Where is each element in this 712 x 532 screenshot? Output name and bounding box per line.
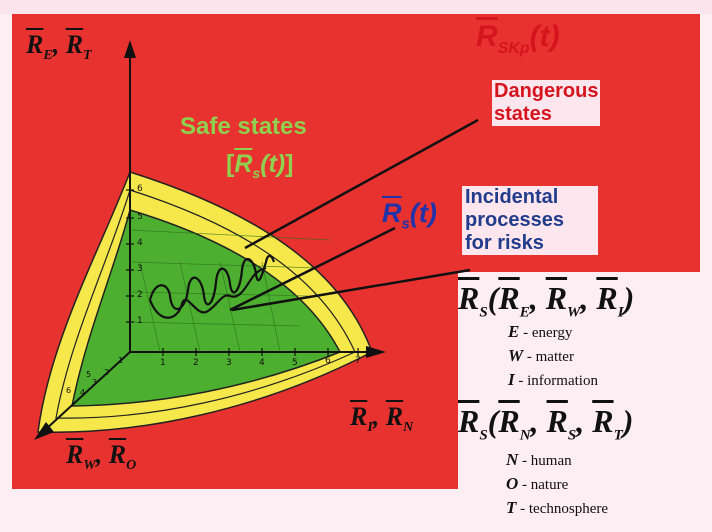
tick-z-4: 4 [80,388,86,397]
legend-technosphere: T - technosphere [506,498,609,517]
safe-states-title: Safe states [180,113,307,140]
axis-y-arrow [124,40,136,58]
axis-z-line [44,351,131,431]
tick-y-1: 1 [137,316,143,326]
pointer-incidental [231,268,471,312]
legend-information: I - information [508,370,598,389]
tick-z-5: 5 [86,370,92,379]
pointer-trajectory [229,226,396,312]
legend-human: N - human [506,450,572,469]
formula-rs-nst: RS(RN, RS, RT) [458,403,634,444]
legend-energy: E - energy [508,322,573,341]
tick-z-3: 3 [92,378,98,387]
tick-x-1: 1 [160,358,166,368]
tick-y-4: 4 [137,238,143,248]
dangerous-states-label: Dangerous states [492,80,601,126]
tick-x-3: 3 [226,358,232,368]
axis-z-label: RW, RO [66,440,137,474]
axis-z-arrow [34,422,54,440]
tick-y-6: 6 [137,184,143,194]
tick-z-1: 1 [118,356,124,365]
pointer-dangerous [244,118,479,250]
tick-x-4: 4 [259,358,265,368]
formula-rs-ewi: RS(RE, RW, RI) [458,280,635,321]
legend-matter: W - matter [508,346,574,365]
tick-x-6: 6 [325,356,331,366]
incidental-processes-label: Incidental processes for risks [462,186,598,255]
tick-y-3: 3 [137,264,143,274]
safe-region [71,209,342,407]
tick-z-2: 2 [104,368,110,377]
axis-x-arrow [366,346,386,358]
safe-states-formula: [Rs(t)] [226,150,294,181]
tick-y-2: 2 [137,290,143,300]
tick-x-7: 7 [355,356,361,366]
legend-nature: O - nature [506,474,569,493]
header-strip [0,0,712,14]
tick-x-5: 5 [292,358,298,368]
tick-x-2: 2 [193,358,199,368]
grid-lines [129,229,331,353]
axis-x-label: RI, RN [350,402,414,436]
trajectory-label: Rs(t) [382,198,437,233]
rskp-label: RSKp(t) [476,20,560,57]
tick-y-5: 5 [137,212,143,222]
risk-trajectory [148,254,276,319]
axis-y-label: RE, RT [26,30,92,64]
tick-z-6: 6 [66,386,72,395]
